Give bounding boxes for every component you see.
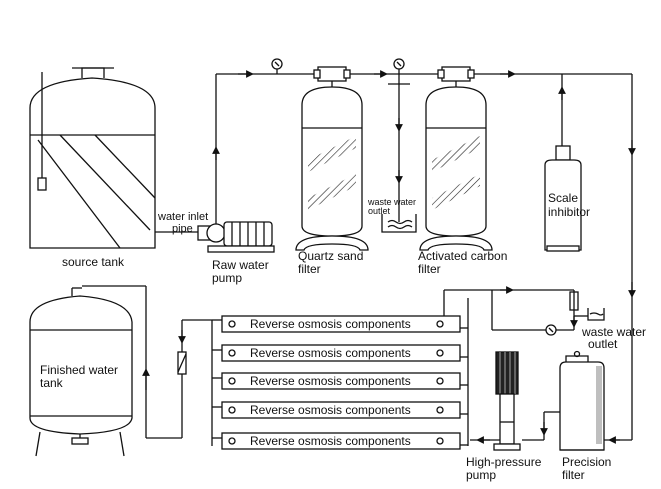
label-source-tank: source tank <box>62 255 125 269</box>
label-high-pressure-pump-1: High-pressure <box>466 455 542 469</box>
label-quartz-sand-filter-1: Quartz sand <box>298 249 363 263</box>
label-scale-inhibitor-1: Scale <box>548 191 578 205</box>
ro-component-label: Reverse osmosis components <box>250 434 411 448</box>
finished-water-tank <box>29 285 147 457</box>
ro-component-label: Reverse osmosis components <box>250 317 411 331</box>
scale-inhibitor-tank <box>544 145 582 252</box>
label-activated-carbon-filter-2: filter <box>418 262 441 276</box>
ro-component-label: Reverse osmosis components <box>250 346 411 360</box>
source-tank <box>29 67 156 249</box>
waste-water-outlet-tray <box>381 214 417 233</box>
label-raw-water-pump-2: pump <box>212 271 242 285</box>
quartz-sand-filter <box>295 66 369 251</box>
label-finished-water-tank-2: tank <box>40 376 64 390</box>
label-quartz-sand-filter-2: filter <box>298 262 321 276</box>
high-pressure-pump <box>493 351 521 451</box>
label-waste-water-top-1: waste water <box>367 197 416 207</box>
label-waste-water-right-2: outlet <box>588 337 618 351</box>
label-water-inlet-1: water inlet <box>157 211 208 223</box>
label-precision-filter-2: filter <box>562 468 585 482</box>
precision-filter <box>559 350 605 451</box>
label-water-inlet-2: pipe <box>172 223 193 235</box>
label-high-pressure-pump-2: pump <box>466 468 496 482</box>
label-activated-carbon-filter-1: Activated carbon <box>418 249 507 263</box>
label-raw-water-pump-1: Raw water <box>212 258 269 272</box>
ro-components <box>221 315 461 450</box>
raw-water-pump <box>197 221 275 253</box>
ro-component-label: Reverse osmosis components <box>250 374 411 388</box>
label-scale-inhibitor-2: inhibitor <box>548 205 590 219</box>
waste-water-outlet-tray-right <box>587 308 605 321</box>
ro-component-label: Reverse osmosis components <box>250 403 411 417</box>
label-precision-filter-1: Precision <box>562 455 611 469</box>
label-finished-water-tank-1: Finished water <box>40 363 118 377</box>
label-waste-water-right-1: waste water <box>581 325 646 339</box>
label-waste-water-top-2: outlet <box>368 206 391 216</box>
activated-carbon-filter <box>419 66 493 251</box>
